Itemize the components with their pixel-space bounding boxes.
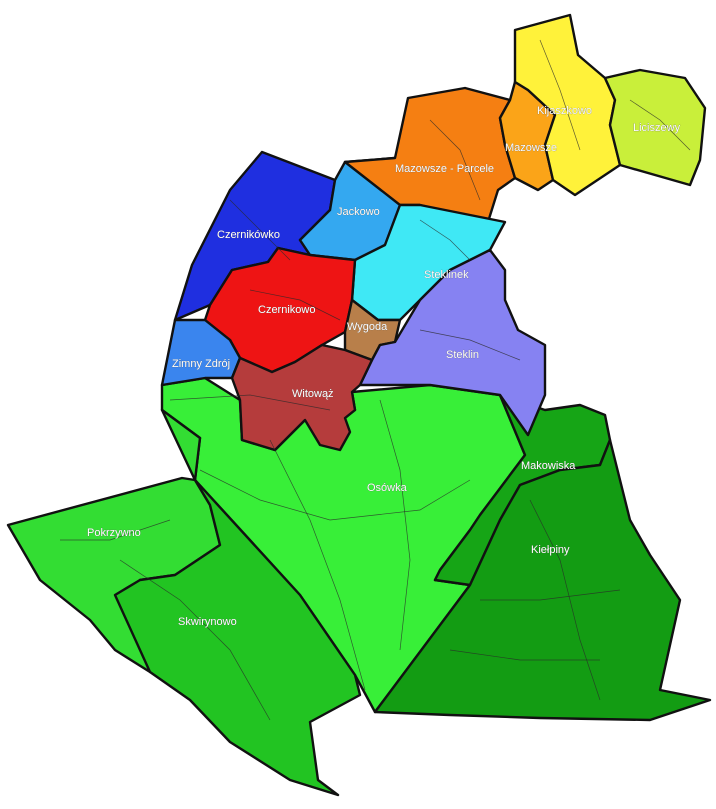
road bbox=[419, 329, 521, 361]
label-kijaszkowo: Kijaszkowo bbox=[537, 105, 592, 117]
road bbox=[429, 119, 481, 201]
label-steklin: Steklin bbox=[446, 349, 479, 361]
road bbox=[229, 199, 291, 261]
road-network bbox=[60, 39, 691, 721]
region-witowaz[interactable] bbox=[230, 343, 374, 452]
label-makowiska: Makowiska bbox=[521, 460, 576, 472]
road bbox=[480, 589, 621, 601]
label-mazowsze-parcele: Mazowsze - Parcele bbox=[395, 163, 494, 175]
road bbox=[379, 399, 411, 651]
label-mazowsze: Mazowsze bbox=[505, 142, 557, 154]
region-skwirynowo[interactable] bbox=[113, 478, 362, 797]
road bbox=[249, 289, 341, 321]
road bbox=[169, 394, 331, 411]
region-steklinek[interactable] bbox=[350, 203, 507, 322]
road bbox=[539, 39, 581, 151]
road bbox=[449, 649, 600, 661]
road bbox=[269, 439, 366, 691]
road bbox=[629, 99, 691, 151]
region-kijaszkowo[interactable] bbox=[513, 13, 622, 197]
regions-layer bbox=[6, 13, 712, 797]
label-zimny-zdroj: Zimny Zdrój bbox=[172, 358, 230, 370]
label-witowaz: Witowąż bbox=[292, 388, 334, 400]
label-osowka: Osówka bbox=[367, 482, 408, 494]
label-pokrzywno: Pokrzywno bbox=[87, 527, 141, 539]
label-liciszewy: Liciszewy bbox=[633, 122, 681, 134]
label-jackowo: Jackowo bbox=[337, 206, 380, 218]
region-liciszewy[interactable] bbox=[603, 68, 707, 187]
label-czernikowo: Czernikowo bbox=[258, 304, 315, 316]
road bbox=[529, 499, 601, 701]
labels-layer: Czernikówko Jackowo Mazowsze - Parcele M… bbox=[87, 105, 681, 628]
label-steklinek: Steklinek bbox=[424, 269, 469, 281]
label-czernikowko: Czernikówko bbox=[217, 229, 280, 241]
road bbox=[60, 519, 171, 541]
road bbox=[119, 559, 271, 721]
label-skwirynowo: Skwirynowo bbox=[178, 616, 237, 628]
region-kielpiny[interactable] bbox=[373, 438, 712, 722]
road bbox=[199, 469, 471, 521]
road bbox=[419, 219, 471, 261]
label-kielpiny: Kiełpiny bbox=[531, 544, 570, 556]
label-wygoda: Wygoda bbox=[347, 321, 388, 333]
